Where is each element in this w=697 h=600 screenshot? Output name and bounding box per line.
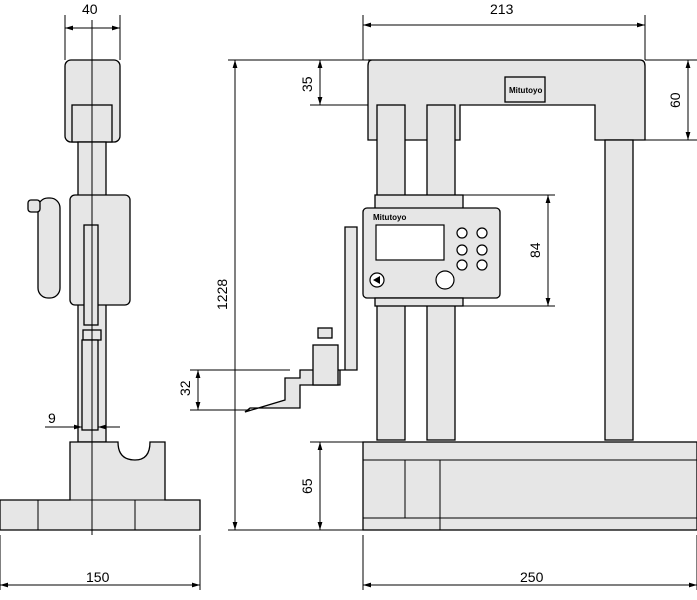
button[interactable] — [456, 244, 468, 256]
left-arrow-icon — [373, 276, 380, 284]
side-slider-body — [69, 194, 131, 306]
origin-button[interactable] — [435, 270, 455, 290]
side-scriber — [81, 339, 99, 431]
dim-65: 65 — [299, 478, 315, 494]
button[interactable] — [456, 227, 468, 239]
dim-60: 60 — [667, 92, 683, 108]
clamp-screw — [317, 327, 333, 339]
dim-1228: 1228 — [214, 279, 230, 310]
dim-35: 35 — [299, 76, 315, 92]
logo-badge — [504, 76, 546, 103]
button[interactable] — [476, 227, 488, 239]
lcd-screen — [375, 224, 445, 261]
dim-150: 150 — [86, 569, 110, 585]
dim-84: 84 — [527, 242, 543, 258]
button[interactable] — [456, 259, 468, 271]
side-view — [0, 20, 201, 535]
button[interactable] — [476, 259, 488, 271]
side-base — [0, 441, 201, 531]
dim-32: 32 — [177, 380, 193, 396]
scriber-arm — [244, 226, 358, 413]
side-scriber-holder — [83, 224, 99, 326]
base — [362, 441, 697, 531]
display-logo: Mitutoyo — [373, 213, 406, 222]
wheel-knob — [27, 199, 41, 213]
dim-213: 213 — [490, 1, 514, 17]
slider-bottom — [374, 297, 464, 307]
button[interactable] — [476, 244, 488, 256]
dim-40: 40 — [82, 1, 98, 17]
scriber-clamp — [312, 344, 339, 386]
brand-logo: Mitutoyo — [509, 86, 542, 95]
dim-250: 250 — [520, 569, 544, 585]
dim-9: 9 — [48, 410, 56, 426]
column-right — [604, 139, 634, 441]
front-view: Mitutoyo Mitutoyo — [244, 59, 697, 531]
fine-feed-wheel — [37, 197, 61, 299]
